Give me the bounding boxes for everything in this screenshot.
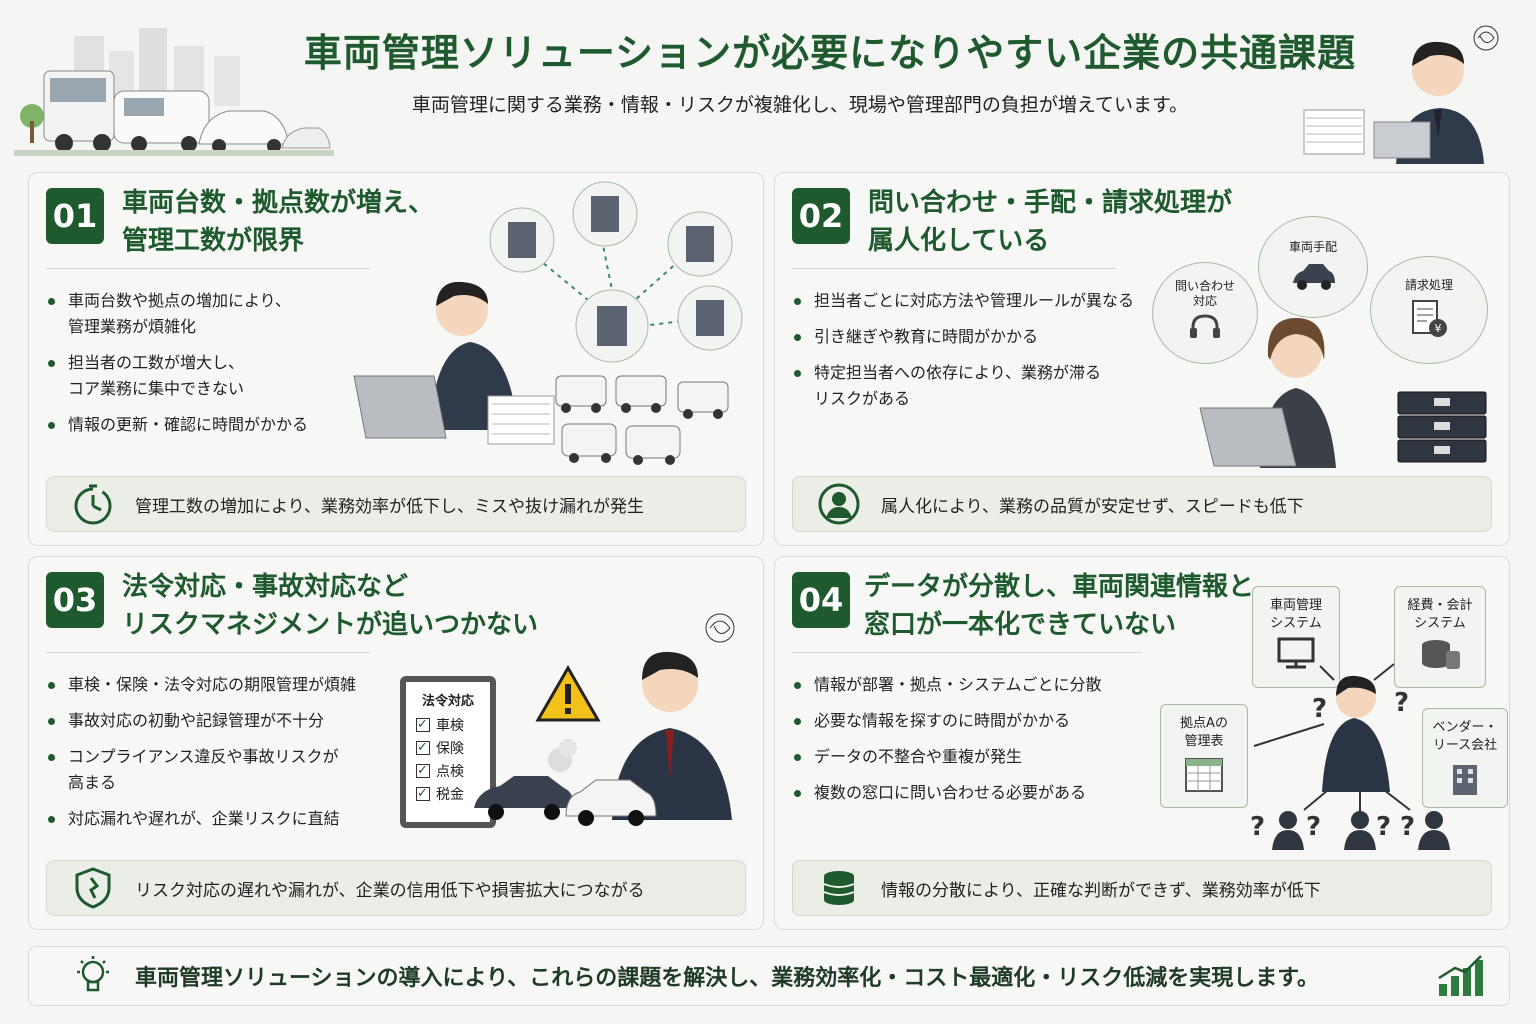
panel-01-summary-text: 管理工数の増加により、業務効率が低下し、ミスや抜け漏れが発生: [135, 496, 644, 517]
panel-04-summary-text: 情報の分散により、正確な判断ができず、業務効率が低下: [881, 880, 1321, 901]
panel-04-bullet-list: 情報が部署・拠点・システムごとに分散 必要な情報を探すのに時間がかかる データの…: [792, 672, 1152, 816]
accounting-system-label: 経費・会計 システム: [1407, 598, 1473, 631]
header-illustration-worried-worker: [1300, 18, 1510, 166]
question-mark-icon: ?: [1394, 688, 1410, 718]
panel-04-title-line-1: データが分散し、車両関連情報と: [864, 572, 1255, 602]
accounting-system-box: 経費・会計 システム: [1394, 586, 1486, 688]
building-icon: [1447, 761, 1483, 803]
panel-03-bullet: 車検・保険・法令対応の期限管理が煩雑: [46, 672, 386, 698]
bubble-dispatch-label: 車両手配: [1288, 239, 1337, 254]
panel-02-divider: [792, 268, 1116, 269]
panel-02-bullet-list: 担当者ごとに対応方法や管理ルールが異なる 引き継ぎや教育に時間がかかる 特定担当…: [792, 288, 1152, 422]
panel-01-bullet: 情報の更新・確認に時間がかかる: [46, 412, 376, 438]
panel-03-summary-text: リスク対応の遅れや漏れが、企業の信用低下や損害拡大につながる: [135, 880, 645, 901]
panel-01-bullet-list: 車両台数や拠点の増加により、 管理業務が煩雑化 担当者の工数が増大し、 コア業務…: [46, 288, 376, 448]
panel-03-summary: リスク対応の遅れや漏れが、企業の信用低下や損害拡大につながる: [46, 860, 746, 916]
bubble-billing-label: 請求処理: [1404, 277, 1453, 292]
panel-04-number: 04: [792, 572, 850, 628]
question-mark-icon: ?: [1306, 812, 1322, 842]
car-icon: [1289, 261, 1337, 295]
page-subtitle: 車両管理に関する業務・情報・リスクが複雑化し、現場や管理部門の負担が増えています…: [411, 94, 1189, 116]
panel-01-number: 01: [46, 188, 104, 244]
panel-04-title-line-2: 窓口が一本化できていない: [864, 610, 1177, 640]
database-icon: [811, 868, 867, 908]
panel-02-bullet: 特定担当者への依存により、業務が滞る リスクがある: [792, 360, 1152, 412]
clock-alert-icon: [65, 484, 121, 525]
panel-03-title-line-2: リスクマネジメントが追いつかない: [122, 610, 539, 640]
site-management-sheet-box: 拠点Aの 管理表: [1160, 704, 1248, 808]
lightbulb-icon: [71, 954, 115, 998]
panel-03-illustration: [470, 610, 750, 840]
panel-03-bullet: 対応漏れや遅れが、企業リスクに直結: [46, 806, 386, 832]
panel-03-bullet: 事故対応の初動や記録管理が不十分: [46, 708, 386, 734]
bubble-billing: 請求処理 ¥: [1370, 256, 1488, 364]
panel-04-bullet: 複数の窓口に問い合わせる必要がある: [792, 780, 1152, 806]
panel-02-bullet: 担当者ごとに対応方法や管理ルールが異なる: [792, 288, 1152, 314]
panel-03-title-line-1: 法令対応・事故対応など: [122, 572, 409, 602]
panel-02-title-line-1: 問い合わせ・手配・請求処理が: [868, 188, 1233, 218]
monitor-icon: [1276, 637, 1316, 675]
site-sheet-label: 拠点Aの 管理表: [1180, 716, 1228, 749]
footer-banner: 車両管理ソリューションの導入により、これらの課題を解決し、業務効率化・コスト最適…: [28, 946, 1510, 1006]
headset-icon: [1188, 313, 1222, 347]
checklist-item: 保険: [416, 736, 480, 761]
question-mark-icon: ?: [1312, 694, 1328, 724]
panel-01-divider: [46, 268, 370, 269]
page-title: 車両管理ソリューションが必要になりやすい企業の共通課題: [303, 31, 1357, 75]
panel-02-title-line-2: 属人化している: [868, 226, 1050, 256]
panel-02-bullet: 引き継ぎや教育に時間がかかる: [792, 324, 1152, 350]
panel-02-summary-text: 属人化により、業務の品質が安定せず、スピードも低下: [881, 496, 1304, 517]
growth-chart-icon: [1435, 954, 1485, 998]
vendor-label: ベンダー・ リース会社: [1432, 720, 1498, 753]
panel-03-title: 法令対応・事故対応など リスクマネジメントが追いつかない: [122, 568, 538, 644]
invoice-yen-icon: ¥: [1409, 299, 1449, 343]
bubble-inquiry-label: 問い合わせ 対応: [1174, 279, 1235, 308]
checklist-item: 点検: [416, 759, 480, 784]
panel-01-title-line-2: 管理工数が限界: [122, 226, 305, 256]
panel-04-bullet: 情報が部署・拠点・システムごとに分散: [792, 672, 1152, 698]
panel-03-bullet-list: 車検・保険・法令対応の期限管理が煩雑 事故対応の初動や記録管理が不十分 コンプラ…: [46, 672, 386, 842]
bubble-inquiry: 問い合わせ 対応: [1152, 262, 1258, 364]
panel-01-title-line-1: 車両台数・拠点数が増え、: [122, 188, 435, 218]
question-mark-icon: ?: [1250, 812, 1266, 842]
checklist-item: 税金: [416, 782, 480, 807]
shield-icon: [65, 867, 121, 909]
panel-03-divider: [46, 652, 370, 653]
footer-text: 車両管理ソリューションの導入により、これらの課題を解決し、業務効率化・コスト最適…: [135, 966, 1320, 991]
panel-02-number: 02: [792, 188, 850, 244]
checklist-title: 法令対応: [421, 694, 474, 709]
svg-text:¥: ¥: [1435, 322, 1442, 335]
bubble-dispatch: 車両手配: [1258, 216, 1368, 318]
panel-04-bullet: 必要な情報を探すのに時間がかかる: [792, 708, 1152, 734]
panel-02-illustration: [1196, 300, 1490, 470]
panel-03-number: 03: [46, 572, 104, 628]
database-icon: [1418, 637, 1462, 677]
question-mark-icon: ?: [1400, 812, 1416, 842]
checklist-item: 車検: [416, 713, 480, 738]
panel-04-illustration: [1244, 660, 1454, 860]
panel-01-title: 車両台数・拠点数が増え、 管理工数が限界: [122, 184, 434, 260]
panel-04-summary: 情報の分散により、正確な判断ができず、業務効率が低下: [792, 860, 1492, 916]
panel-02-title: 問い合わせ・手配・請求処理が 属人化している: [868, 184, 1232, 260]
spreadsheet-icon: [1184, 757, 1224, 799]
panel-03-bullet: コンプライアンス違反や事故リスクが 高まる: [46, 744, 386, 796]
person-icon: [811, 483, 867, 525]
vendor-lease-company-box: ベンダー・ リース会社: [1422, 708, 1508, 808]
panel-02-summary: 属人化により、業務の品質が安定せず、スピードも低下: [792, 476, 1492, 532]
panel-01-bullet: 担当者の工数が増大し、 コア業務に集中できない: [46, 350, 376, 402]
panel-04-bullet: データの不整合や重複が発生: [792, 744, 1152, 770]
panel-01-summary: 管理工数の増加により、業務効率が低下し、ミスや抜け漏れが発生: [46, 476, 746, 532]
header-illustration-vehicles: [14, 16, 334, 156]
panel-01-bullet: 車両台数や拠点の増加により、 管理業務が煩雑化: [46, 288, 376, 340]
vehicle-system-label: 車両管理 システム: [1269, 598, 1322, 631]
panel-01-illustration: [350, 180, 750, 466]
panel-04-divider: [792, 652, 1142, 653]
question-mark-icon: ?: [1376, 812, 1392, 842]
panel-04-title: データが分散し、車両関連情報と 窓口が一本化できていない: [864, 568, 1254, 644]
